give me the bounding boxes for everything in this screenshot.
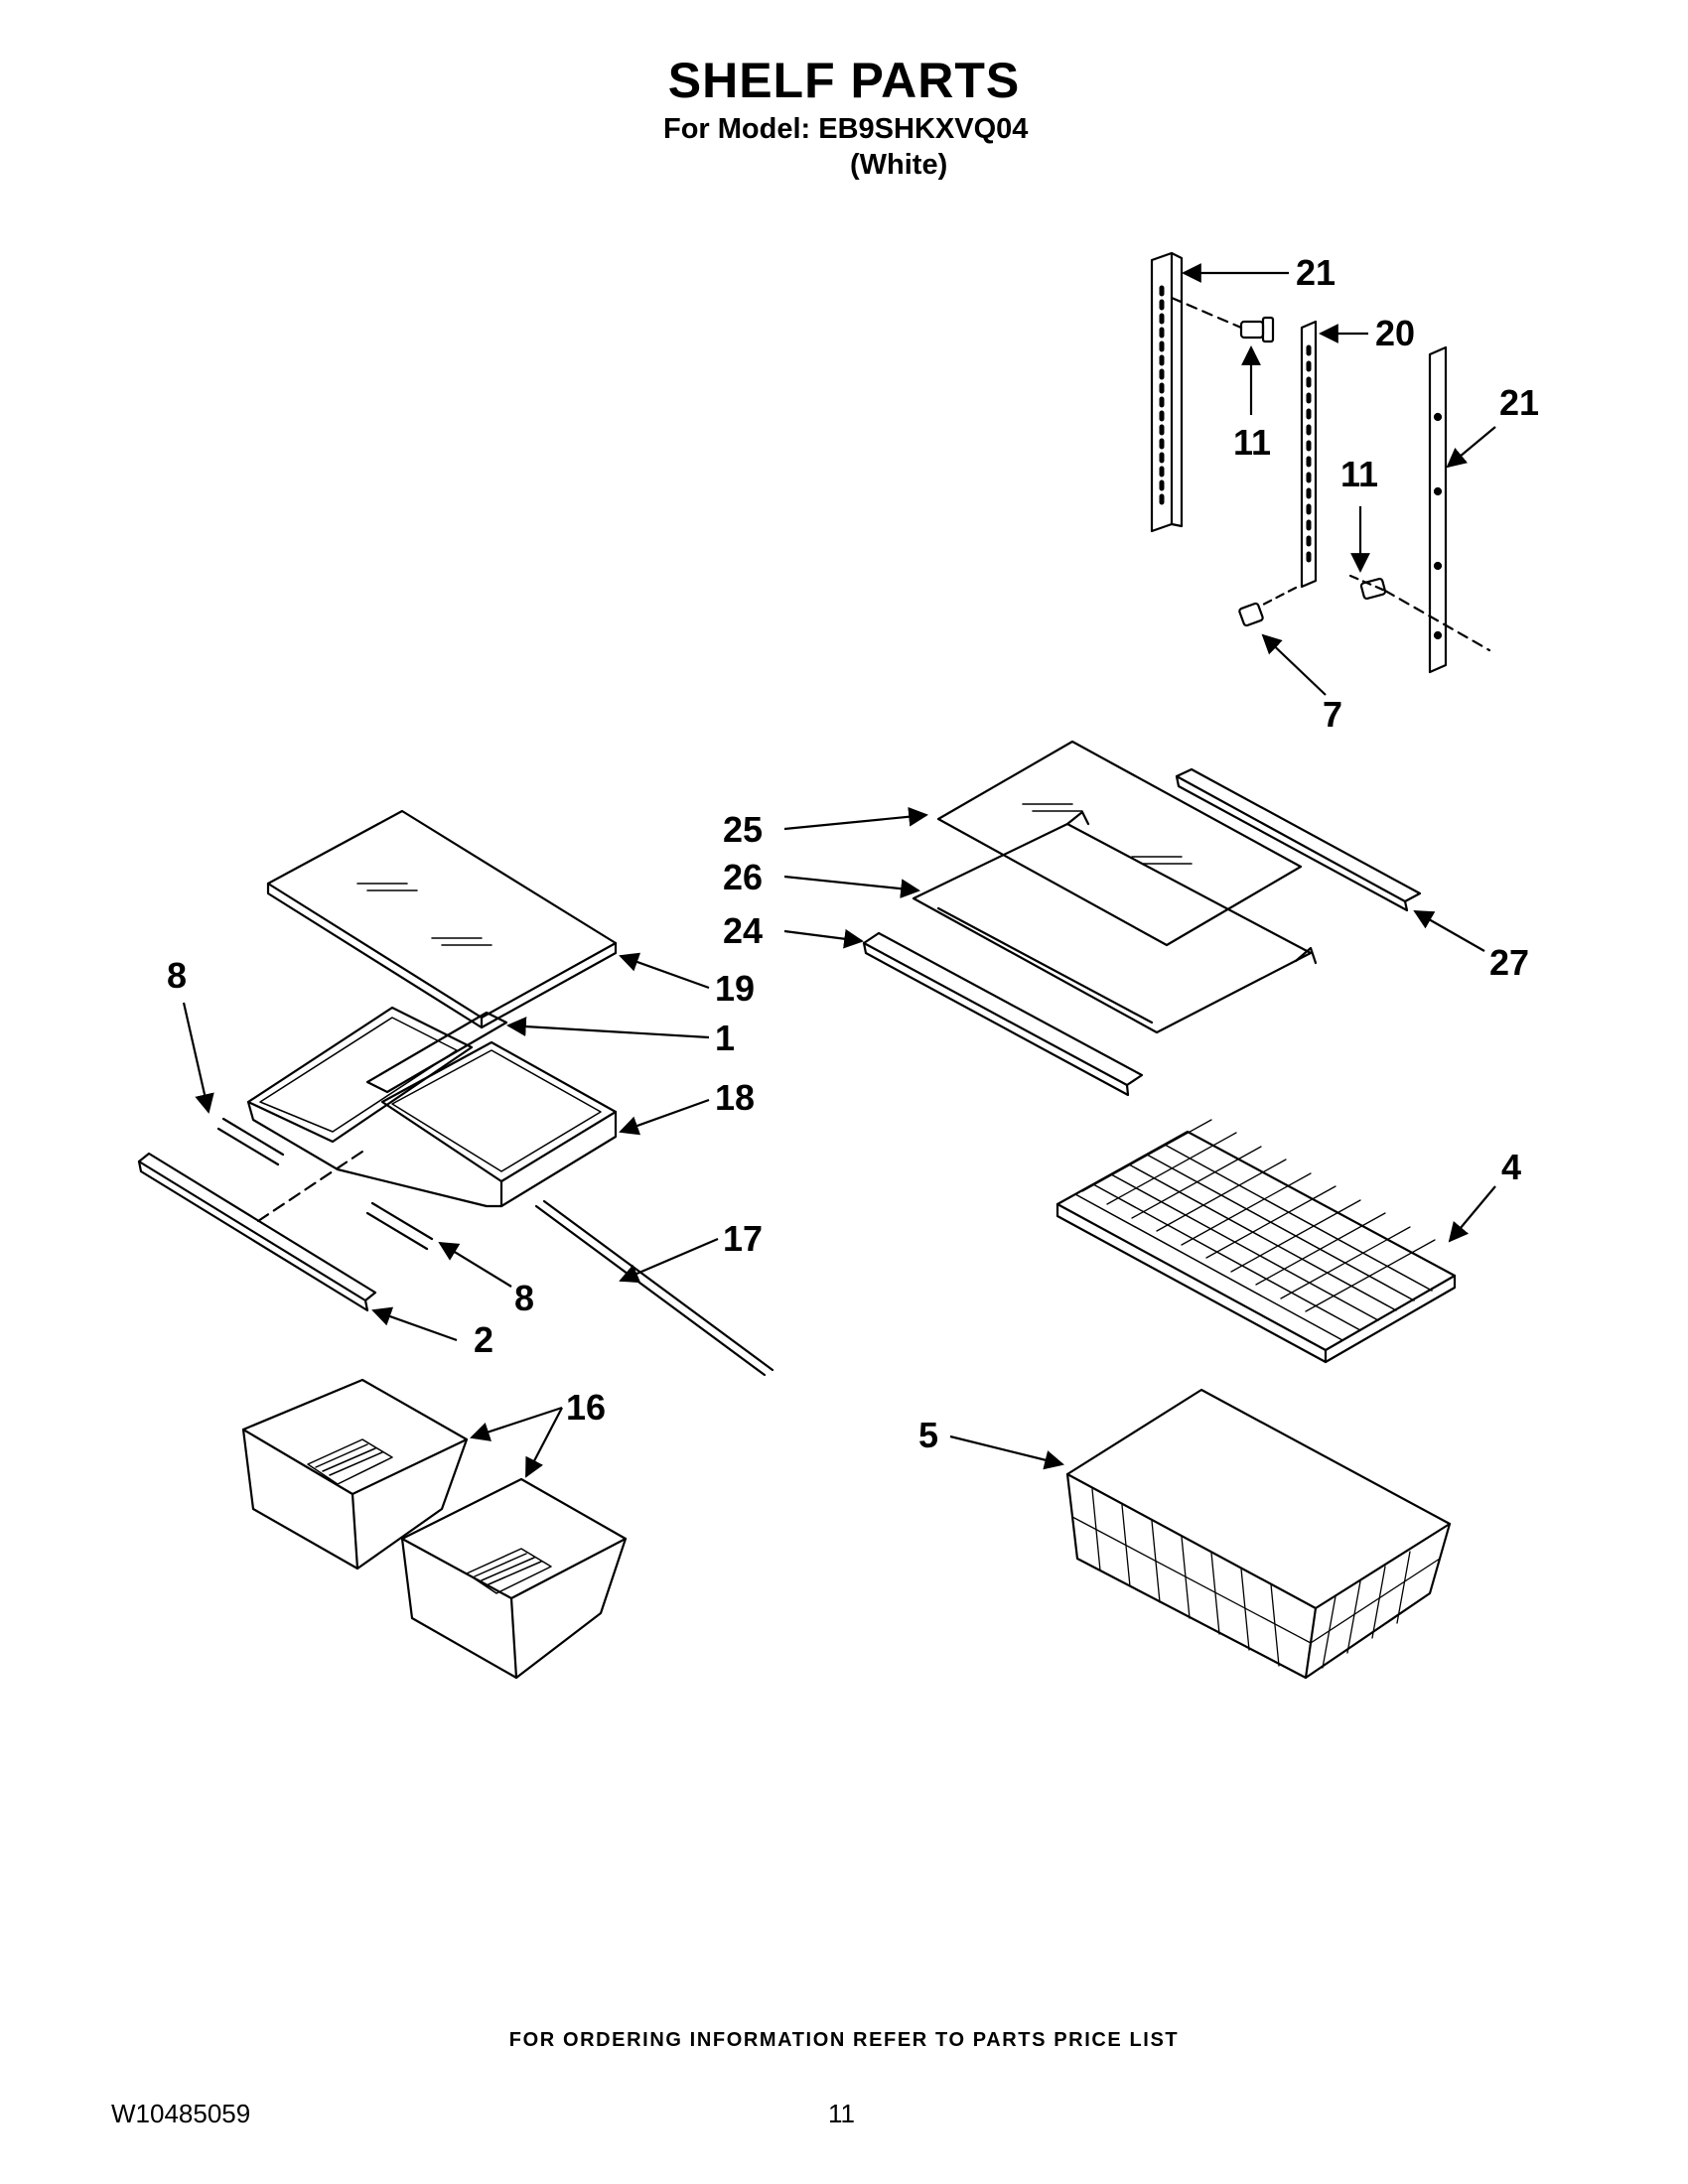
callout-2: 2 xyxy=(474,1319,493,1360)
shelf-trim-rear-part xyxy=(1175,767,1422,912)
callout-27: 27 xyxy=(1489,942,1529,983)
ordering-note: FOR ORDERING INFORMATION REFER TO PARTS … xyxy=(508,2029,1180,2051)
callout-5: 5 xyxy=(918,1415,938,1455)
crisper-drawer-left-part xyxy=(241,1378,469,1570)
document-id: W10485059 xyxy=(111,2099,251,2128)
callout-25: 25 xyxy=(723,809,763,850)
shelf-frame-part xyxy=(912,810,1318,1034)
callout-4: 4 xyxy=(1501,1147,1521,1187)
wire-shelf-part xyxy=(1055,1119,1457,1364)
callout-19: 19 xyxy=(715,968,755,1009)
model-number: For Model: EB9SHKXVQ04 xyxy=(663,113,1029,145)
callout-16: 16 xyxy=(566,1387,606,1428)
callout-26: 26 xyxy=(723,857,763,897)
callout-11-right: 11 xyxy=(1340,454,1378,494)
shelf-support-rail-center-part xyxy=(1300,320,1318,589)
callout-18: 18 xyxy=(715,1077,755,1118)
crisper-frame-part xyxy=(246,1006,618,1208)
callout-8-top: 8 xyxy=(167,955,187,996)
crisper-slide-part xyxy=(216,1117,434,1251)
callout-7: 7 xyxy=(1323,694,1342,735)
crisper-trim-front-part xyxy=(137,1152,377,1312)
crisper-cover-glass-part xyxy=(266,809,618,1029)
callout-20: 20 xyxy=(1375,313,1415,353)
callout-1: 1 xyxy=(715,1018,735,1058)
callout-11-left: 11 xyxy=(1233,422,1271,463)
page-title: SHELF PARTS xyxy=(667,53,1021,108)
callout-17: 17 xyxy=(723,1218,763,1259)
model-color: (White) xyxy=(850,149,948,181)
screw-parts xyxy=(1170,296,1491,652)
wire-basket-part xyxy=(1065,1388,1452,1680)
callout-8-bottom: 8 xyxy=(514,1278,534,1318)
callout-24: 24 xyxy=(723,910,763,951)
callout-21-right: 21 xyxy=(1499,382,1539,423)
crisper-drawer-right-part xyxy=(400,1477,628,1680)
shelf-trim-front-part xyxy=(862,931,1144,1097)
crisper-rod-part xyxy=(256,1150,774,1377)
shelf-support-rail-right-part xyxy=(1428,345,1448,674)
shelf-support-rail-left-part xyxy=(1150,251,1184,533)
glass-shelf-part xyxy=(936,740,1303,947)
callout-21-top: 21 xyxy=(1296,252,1336,293)
page-number: 11 xyxy=(828,2099,855,2128)
